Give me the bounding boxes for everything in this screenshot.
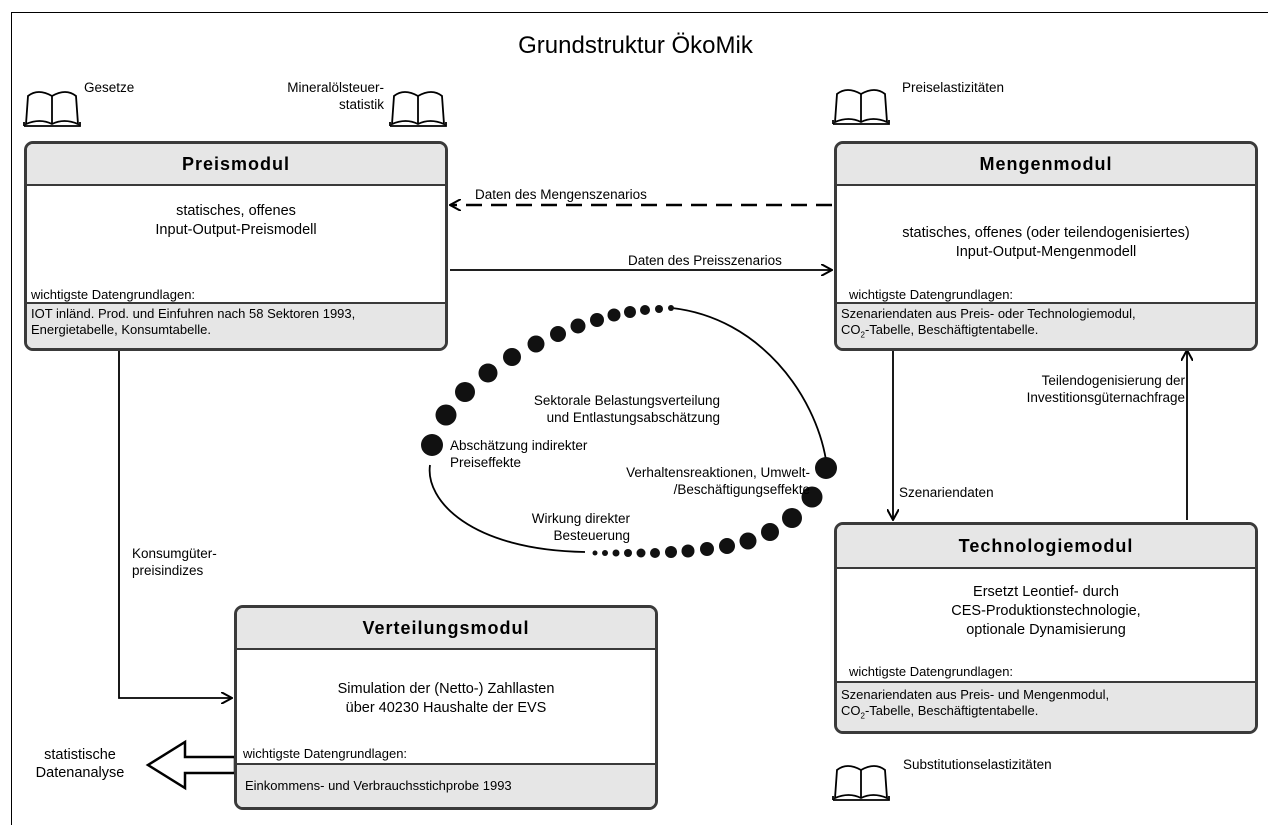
- desc-line: Input-Output-Preismodell: [155, 222, 317, 238]
- output-arrow-icon: [145, 739, 237, 791]
- co2-text: CO: [841, 322, 861, 337]
- label-szenariendaten: Szenariendaten: [899, 485, 994, 500]
- label-line: Konsumgüter-: [132, 546, 217, 561]
- desc-line: CES-Produktionstechnologie,: [951, 603, 1141, 619]
- module-mengenmodul: Mengenmodul statisches, offenes (oder te…: [834, 141, 1258, 351]
- module-description: Ersetzt Leontief- durch CES-Produktionst…: [837, 569, 1255, 640]
- book-icon: [832, 89, 890, 125]
- book-label-gesetze: Gesetze: [84, 80, 135, 95]
- data-label: wichtigste Datengrundlagen:: [849, 664, 1014, 679]
- diagram-title: Grundstruktur ÖkoMik: [518, 32, 753, 59]
- label-line: Abschätzung indirekter: [450, 438, 588, 453]
- cycle-arc-top: [671, 307, 827, 461]
- label-preisszenario: Daten des Preisszenarios: [628, 253, 782, 268]
- desc-line: Simulation der (Netto-) Zahllasten: [337, 681, 555, 697]
- module-title: Preismodul: [27, 144, 445, 186]
- cycle-dots: [421, 305, 837, 558]
- desc-line: optionale Dynamisierung: [966, 622, 1126, 638]
- cycle-label-verhalten: Verhaltensreaktionen, Umwelt- /Beschäfti…: [590, 464, 810, 498]
- module-description: Simulation der (Netto-) Zahllasten über …: [237, 650, 655, 718]
- book-label-substitution: Substitutionselastizitäten: [903, 757, 1052, 772]
- cycle-label-abschaetzung: Abschätzung indirekter Preiseffekte: [450, 437, 587, 471]
- data-line-rest: -Tabelle, Beschäftigtentabelle.: [864, 322, 1039, 337]
- cycle-arc-bottom: [428, 464, 586, 553]
- module-technologiemodul: Technologiemodul Ersetzt Leontief- durch…: [834, 522, 1258, 734]
- label-line: /Beschäftigungseffekte: [673, 482, 810, 497]
- label-mengenszenario: Daten des Mengenszenarios: [475, 187, 647, 202]
- cycle-label-wirkung: Wirkung direkter Besteuerung: [480, 510, 630, 544]
- data-line: IOT inländ. Prod. und Einfuhren nach 58 …: [31, 306, 356, 321]
- co2-text: CO: [841, 703, 861, 718]
- label-line: Sektorale Belastungsverteilung: [533, 393, 720, 408]
- data-label: wichtigste Datengrundlagen:: [243, 746, 408, 761]
- data-sources: Szenariendaten aus Preis- und Mengenmodu…: [837, 681, 1255, 731]
- book-icon: [389, 91, 447, 127]
- module-title: Technologiemodul: [837, 525, 1255, 569]
- data-sources: IOT inländ. Prod. und Einfuhren nach 58 …: [27, 302, 445, 348]
- data-sources: Einkommens- und Verbrauchsstichprobe 199…: [237, 763, 655, 807]
- data-label: wichtigste Datengrundlagen:: [849, 287, 1014, 302]
- data-line: CO2-Tabelle, Beschäftigtentabelle.: [841, 703, 1251, 725]
- book-label-mineraloel: Mineralölsteuer- statistik: [200, 79, 384, 113]
- desc-line: über 40230 Haushalte der EVS: [345, 700, 547, 716]
- book-icon: [832, 765, 890, 801]
- co2-subscript: 2: [860, 330, 865, 340]
- module-description: statisches, offenes Input-Output-Preismo…: [27, 186, 445, 240]
- desc-line: statisches, offenes (oder teilendogenisi…: [902, 225, 1190, 241]
- module-preismodul: Preismodul statisches, offenes Input-Out…: [24, 141, 448, 351]
- label-line: Verhaltensreaktionen, Umwelt-: [626, 465, 810, 480]
- module-title: Mengenmodul: [837, 144, 1255, 186]
- cycle-label-sektorale: Sektorale Belastungsverteilung und Entla…: [480, 392, 720, 426]
- desc-line: Input-Output-Mengenmodell: [955, 244, 1137, 260]
- data-line: Einkommens- und Verbrauchsstichprobe 199…: [245, 778, 512, 793]
- label-line: Wirkung direkter: [531, 511, 630, 526]
- module-title: Verteilungsmodul: [237, 608, 655, 650]
- label-line: Datenanalyse: [35, 765, 125, 781]
- label-konsumgueter: Konsumgüter- preisindizes: [132, 545, 217, 579]
- label-line: preisindizes: [132, 563, 204, 578]
- data-line: Szenariendaten aus Preis- und Mengenmodu…: [841, 687, 1110, 702]
- co2-subscript: 2: [860, 711, 865, 721]
- book-label-preiselastizitaeten: Preiselastizitäten: [902, 80, 1005, 95]
- book-label-mineraloel-line1: Mineralölsteuer-: [287, 80, 384, 95]
- data-line-rest: -Tabelle, Beschäftigtentabelle.: [864, 703, 1039, 718]
- desc-line: statisches, offenes: [176, 203, 296, 219]
- data-line: CO2-Tabelle, Beschäftigtentabelle.: [841, 322, 1251, 344]
- label-line: Investitionsgüternachfrage: [1026, 390, 1185, 405]
- label-line: Preiseffekte: [450, 455, 522, 470]
- book-icon: [23, 91, 81, 127]
- book-label-mineraloel-line2: statistik: [338, 97, 384, 112]
- data-line: Szenariendaten aus Preis- oder Technolog…: [841, 306, 1136, 321]
- module-description: statisches, offenes (oder teilendogenisi…: [837, 186, 1255, 262]
- module-verteilungsmodul: Verteilungsmodul Simulation der (Netto-)…: [234, 605, 658, 810]
- data-label: wichtigste Datengrundlagen:: [31, 287, 196, 302]
- data-line: Energietabelle, Konsumtabelle.: [31, 322, 211, 337]
- label-teilendogenisierung: Teilendogenisierung der Investitionsgüte…: [985, 372, 1185, 406]
- label-line: statistische: [44, 747, 116, 763]
- label-line: und Entlastungsabschätzung: [546, 410, 720, 425]
- diagram-frame: [11, 12, 1268, 825]
- output-label: statistische Datenanalyse: [20, 746, 140, 782]
- label-line: Besteuerung: [553, 528, 630, 543]
- label-line: Teilendogenisierung der: [1041, 373, 1185, 388]
- data-sources: Szenariendaten aus Preis- oder Technolog…: [837, 302, 1255, 348]
- arrow-konsumgueter: [118, 350, 232, 698]
- desc-line: Ersetzt Leontief- durch: [973, 584, 1119, 600]
